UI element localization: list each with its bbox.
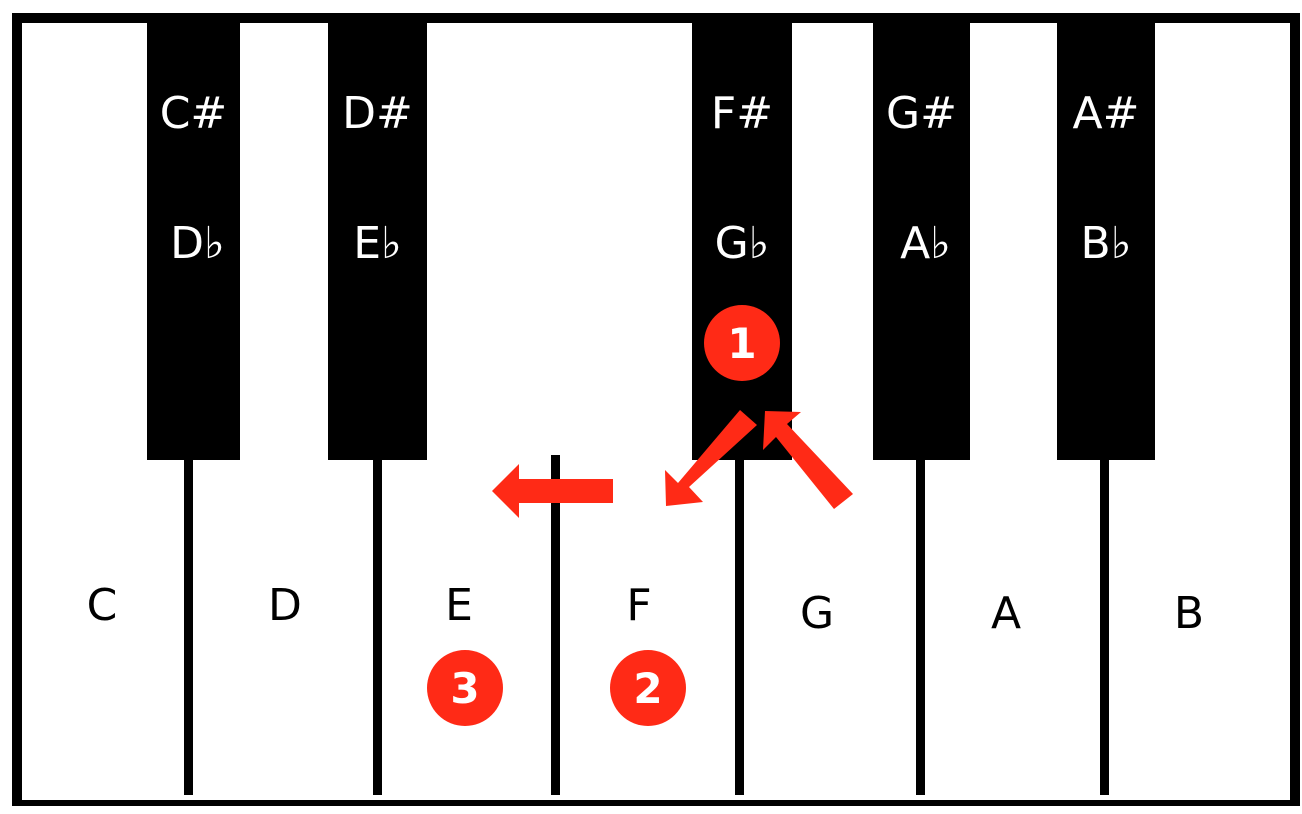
flat-label: A♭ bbox=[900, 218, 951, 269]
piano-keyboard bbox=[12, 13, 1300, 806]
white-key-label-e: E bbox=[445, 580, 473, 631]
white-key-label-c: C bbox=[86, 580, 118, 631]
flat-label: D♭ bbox=[170, 218, 225, 269]
arrow-down-left-icon bbox=[665, 410, 757, 506]
white-key-label-a: A bbox=[990, 588, 1022, 639]
flat-label: E♭ bbox=[353, 218, 402, 269]
step-badge-1: 1 bbox=[704, 305, 780, 381]
key-divider bbox=[916, 455, 925, 795]
black-key-f-sharp[interactable]: F# G♭ bbox=[692, 20, 792, 460]
key-divider bbox=[373, 455, 382, 795]
sharp-label: A# bbox=[1072, 88, 1140, 139]
flat-label: G♭ bbox=[714, 218, 770, 269]
sharp-label: C# bbox=[159, 88, 228, 139]
black-key-d-sharp[interactable]: D# E♭ bbox=[328, 20, 427, 460]
step-badge-3: 3 bbox=[427, 650, 503, 726]
arrow-left-icon bbox=[492, 464, 613, 518]
white-key-label-b: B bbox=[1173, 588, 1205, 639]
black-key-a-sharp[interactable]: A# B♭ bbox=[1057, 20, 1155, 460]
step-badge-2: 2 bbox=[610, 650, 686, 726]
white-key-label-g: G bbox=[799, 588, 835, 639]
key-divider bbox=[1100, 455, 1109, 795]
sharp-label: F# bbox=[710, 88, 774, 139]
sharp-label: D# bbox=[342, 88, 413, 139]
white-key-label-d: D bbox=[268, 580, 302, 631]
key-divider bbox=[735, 455, 744, 795]
arrow-up-left-icon bbox=[763, 411, 853, 509]
key-divider bbox=[551, 455, 560, 795]
black-key-g-sharp[interactable]: G# A♭ bbox=[873, 20, 970, 460]
white-key-label-f: F bbox=[626, 580, 652, 631]
flat-label: B♭ bbox=[1080, 218, 1132, 269]
key-divider bbox=[184, 455, 193, 795]
sharp-label: G# bbox=[886, 88, 957, 139]
black-key-c-sharp[interactable]: C# D♭ bbox=[147, 20, 240, 460]
